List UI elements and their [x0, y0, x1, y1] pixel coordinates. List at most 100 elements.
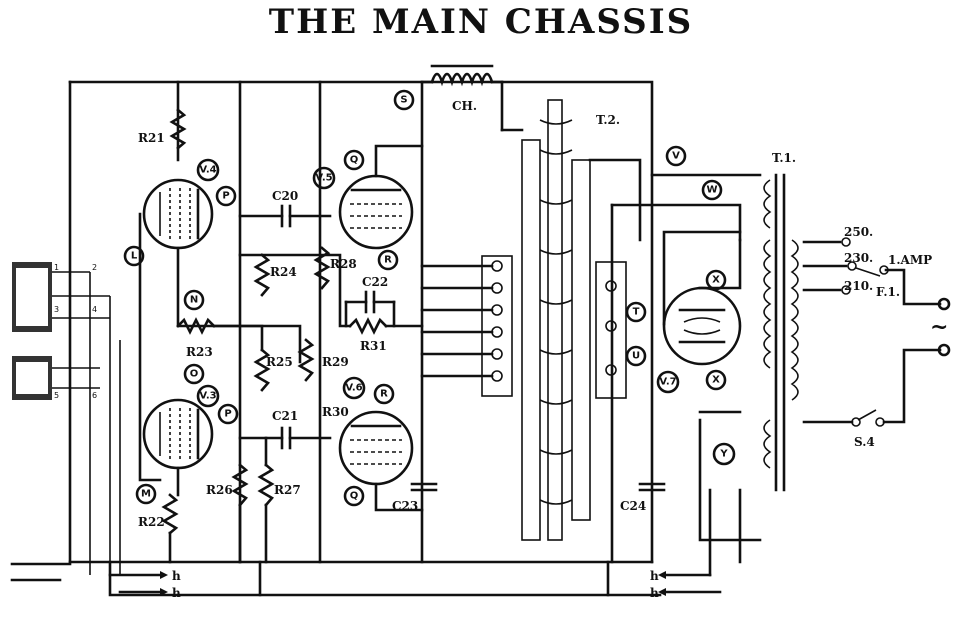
label-r25: R25	[266, 355, 293, 369]
label-tap-250: 250.	[844, 225, 873, 239]
svg-text:X: X	[712, 275, 720, 286]
marker-r-top: R	[377, 249, 399, 271]
earth-label-4: h	[650, 586, 659, 600]
marker-v7: V.7	[656, 370, 680, 394]
resistor-r22	[161, 493, 179, 535]
choke-coil	[430, 64, 494, 87]
marker-q-top: Q	[343, 149, 365, 171]
resistor-r24	[253, 253, 271, 297]
svg-text:L: L	[131, 251, 138, 262]
main-wiring	[10, 80, 662, 597]
valve-v4	[142, 178, 214, 250]
svg-text:S: S	[400, 95, 407, 106]
svg-text:V.6: V.6	[345, 383, 362, 394]
resistor-network	[161, 108, 388, 535]
svg-text:V.3: V.3	[199, 391, 216, 402]
earth-arrows	[108, 571, 722, 596]
transformer-t1	[610, 173, 942, 577]
svg-text:R: R	[380, 389, 388, 400]
transformer-t2	[521, 99, 591, 541]
pin-5: 5	[54, 391, 59, 400]
marker-o: O	[183, 363, 205, 385]
marker-v: V	[665, 145, 687, 167]
point-markers: S Q Q V.5 V.4 V.3 V.6 V.7 P P L N O M R …	[123, 89, 736, 507]
marker-v6: V.6	[342, 376, 366, 400]
label-c21: C21	[272, 409, 298, 423]
label-r21: R21	[138, 131, 165, 145]
pin-3: 3	[54, 305, 59, 314]
svg-text:Q: Q	[350, 155, 359, 166]
label-fuse: F.1.	[876, 285, 900, 299]
earth-label-2: h	[172, 586, 181, 600]
page-title: THE MAIN CHASSIS	[268, 2, 694, 42]
svg-text:N: N	[190, 295, 198, 306]
marker-x-bottom: X	[705, 369, 727, 391]
svg-text:W: W	[706, 185, 717, 196]
marker-v5: V.5	[312, 166, 336, 190]
svg-text:V.4: V.4	[199, 165, 216, 176]
label-t2: T.2.	[596, 113, 620, 127]
marker-v4: V.4	[196, 158, 220, 182]
marker-s: S	[393, 89, 415, 111]
label-r28: R28	[330, 257, 357, 271]
ac-symbol: ~	[930, 314, 948, 340]
marker-x-top: X	[705, 269, 727, 291]
label-r24: R24	[270, 265, 297, 279]
label-t1: T.1.	[772, 151, 796, 165]
label-c20: C20	[272, 189, 298, 203]
label-r27: R27	[274, 483, 301, 497]
svg-text:P: P	[222, 191, 229, 202]
label-fuse-rating: 1.AMP	[888, 253, 932, 267]
svg-text:M: M	[141, 489, 151, 500]
valve-v6	[338, 410, 414, 486]
valve-v3	[142, 398, 214, 470]
label-switch: S.4	[854, 435, 875, 449]
label-r22: R22	[138, 515, 165, 529]
resistor-r28	[313, 246, 331, 290]
label-r26: R26	[206, 483, 233, 497]
label-c24: C24	[620, 499, 646, 513]
pin-4: 4	[92, 305, 97, 314]
valve-v7	[662, 286, 742, 366]
capacitors	[238, 204, 666, 492]
svg-text:R: R	[384, 255, 392, 266]
pin-6: 6	[92, 391, 97, 400]
svg-text:T: T	[633, 307, 640, 318]
svg-text:V.5: V.5	[315, 173, 332, 184]
marker-u: U	[625, 345, 647, 367]
pin-1: 1	[54, 263, 59, 272]
marker-w: W	[701, 179, 723, 201]
svg-text:P: P	[224, 409, 231, 420]
resistor-r29	[297, 338, 315, 382]
marker-n: N	[183, 289, 205, 311]
labels: R21 R22 R23 R24 R25 R26 R27 R28 R29 R30 …	[54, 99, 948, 600]
signal-wiring	[138, 128, 642, 564]
resistor-r26	[231, 463, 249, 507]
marker-m: M	[135, 483, 157, 505]
svg-text:V: V	[672, 151, 680, 162]
marker-y: Y	[712, 442, 736, 466]
svg-text:O: O	[190, 369, 199, 380]
marker-t: T	[625, 301, 647, 323]
label-r31: R31	[360, 339, 387, 353]
label-tap-230: 230.	[844, 251, 873, 265]
label-choke: CH.	[452, 99, 477, 113]
marker-p-top: P	[215, 185, 237, 207]
label-tap-210: 210.	[844, 279, 873, 293]
resistor-r27	[257, 463, 275, 507]
svg-text:U: U	[632, 351, 640, 362]
terminal-strip-left	[420, 255, 513, 397]
label-c23: C23	[392, 499, 418, 513]
valve-v5	[338, 174, 414, 250]
resistor-r21	[169, 108, 187, 150]
earth-label-3: h	[650, 569, 659, 583]
marker-q-bottom: Q	[343, 485, 365, 507]
svg-text:V.7: V.7	[659, 377, 676, 388]
earth-label-1: h	[172, 569, 181, 583]
svg-text:Q: Q	[350, 491, 359, 502]
label-c22: C22	[362, 275, 388, 289]
marker-v3: V.3	[196, 384, 220, 408]
input-connectors	[10, 262, 121, 582]
label-r23: R23	[186, 345, 213, 359]
pin-2: 2	[92, 263, 97, 272]
